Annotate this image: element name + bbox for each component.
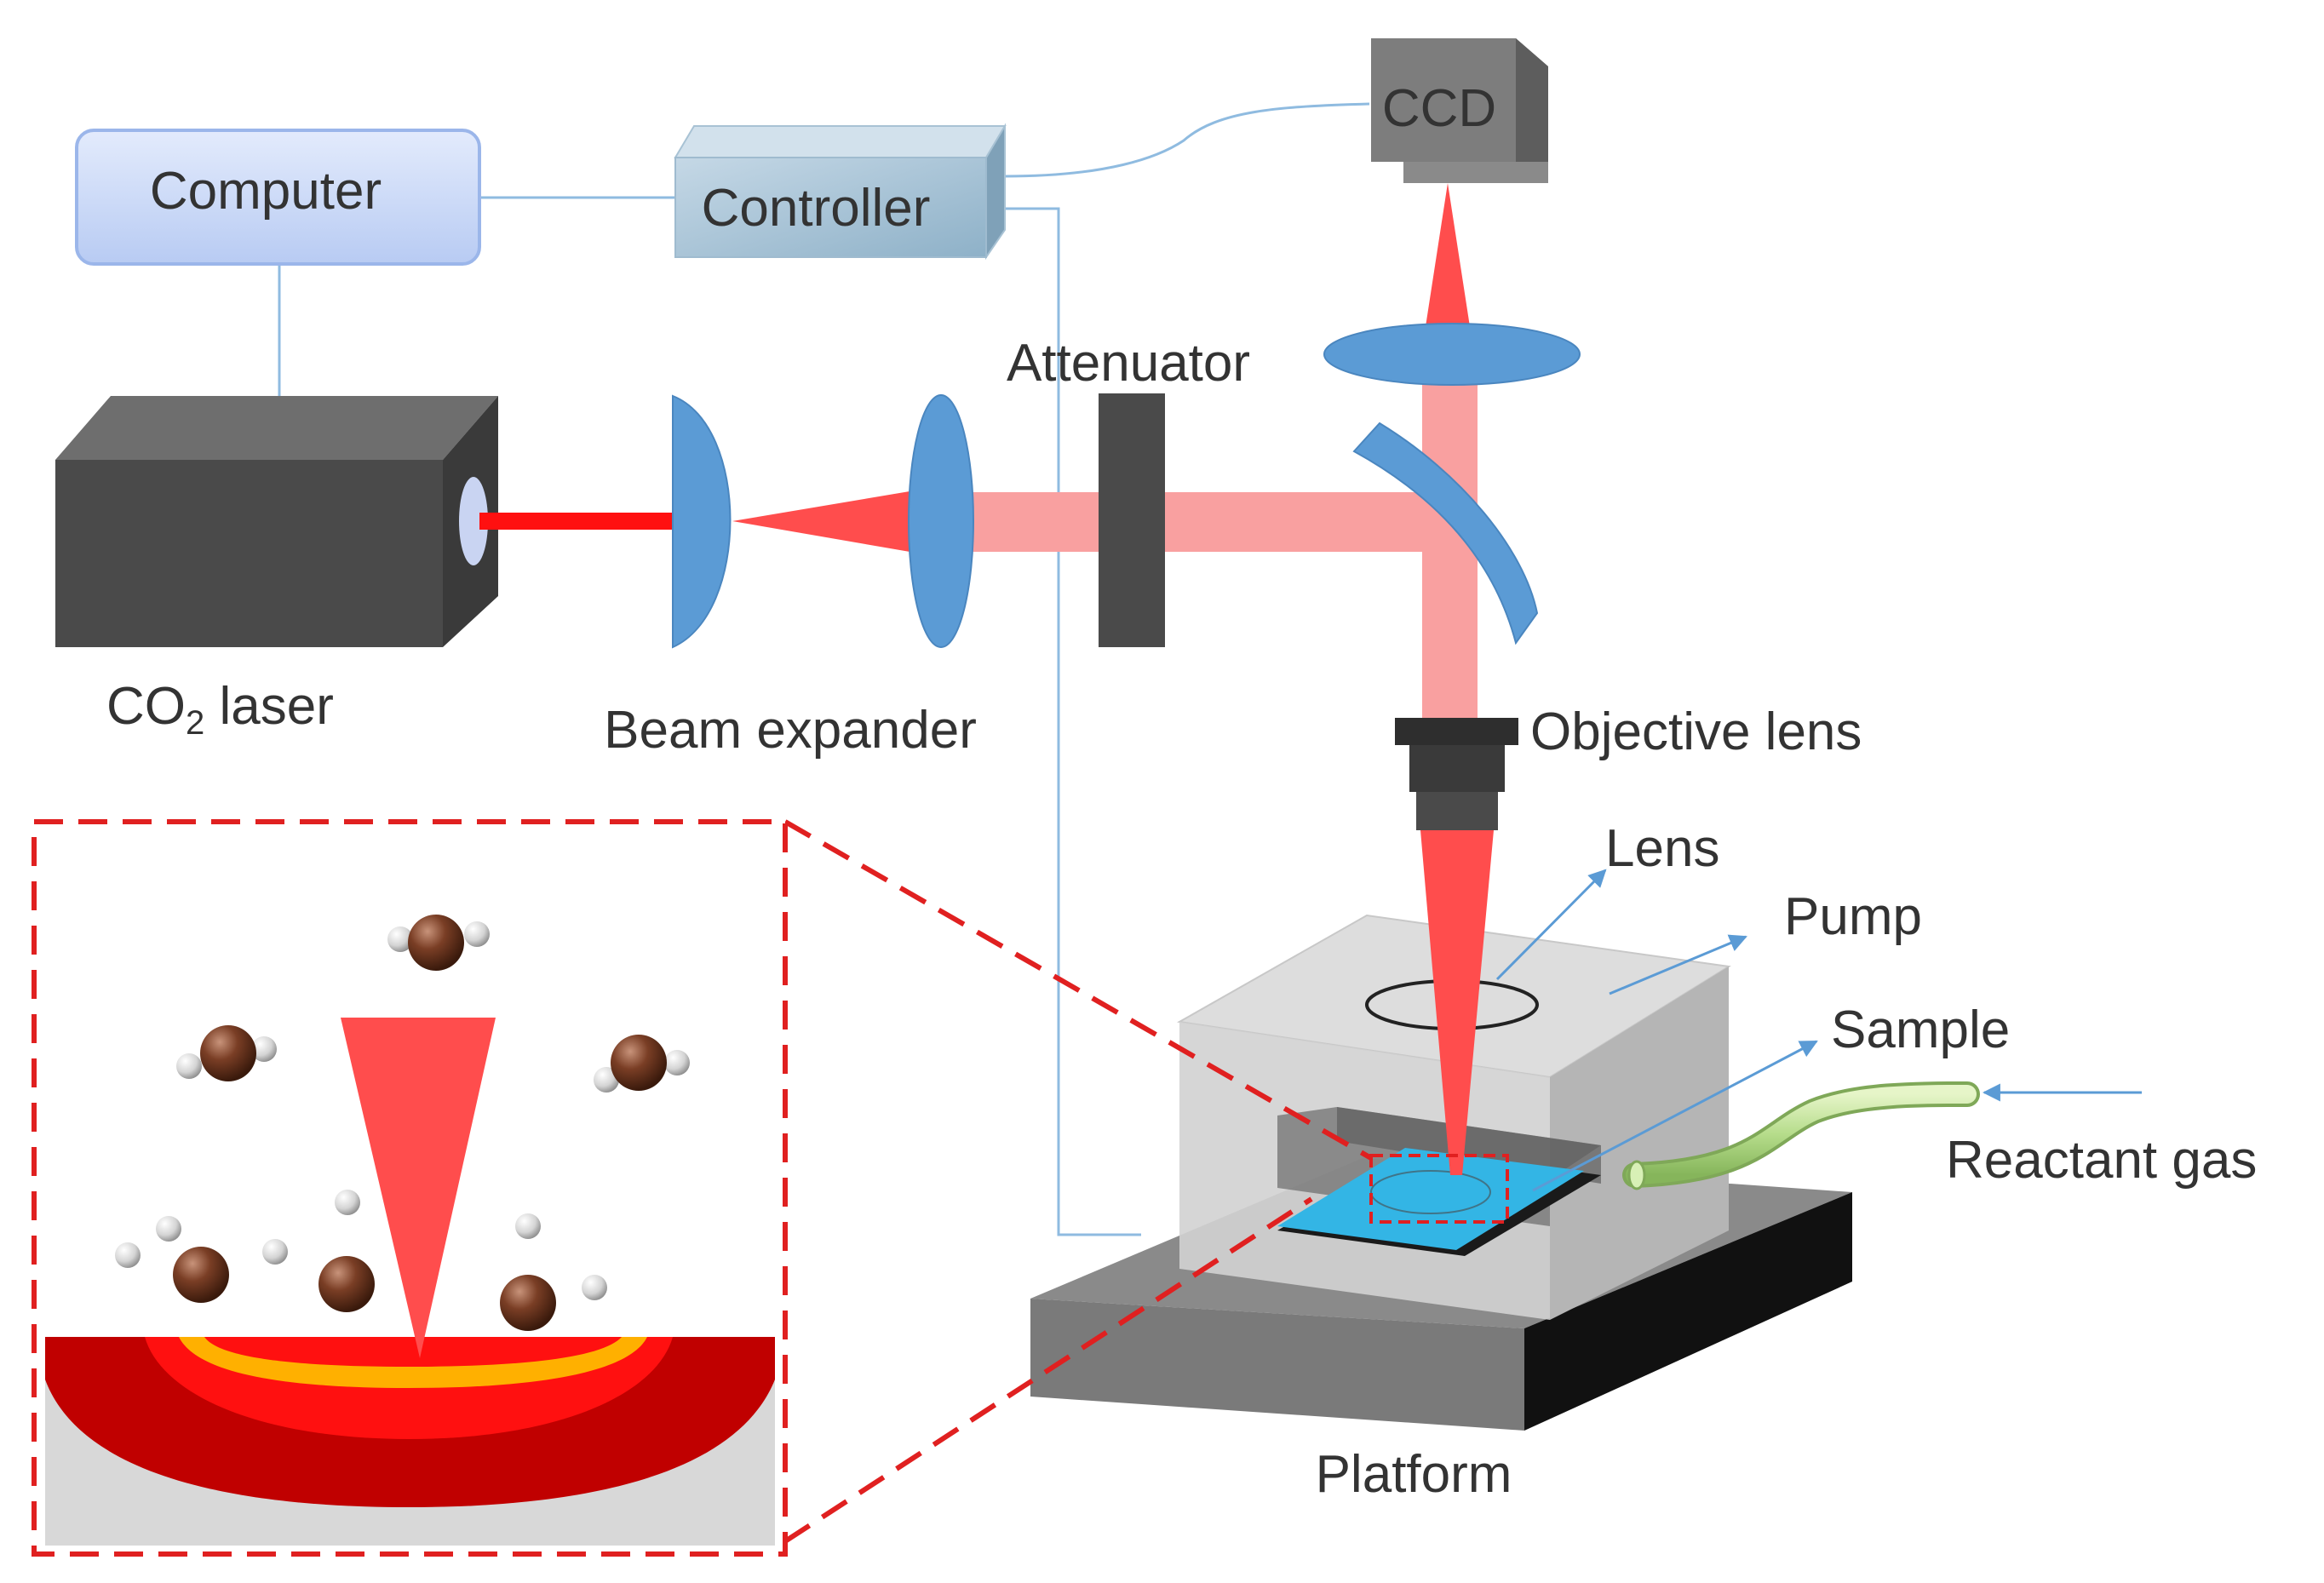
gas-molecules (115, 915, 690, 1331)
expanded-beam-down (1422, 552, 1478, 718)
laser-aperture (459, 477, 488, 565)
focused-laser-beam (1420, 830, 1494, 1175)
platform-label: Platform (1316, 1445, 1512, 1504)
raw-laser-beam (479, 513, 675, 530)
objective-lens (1395, 718, 1518, 830)
controller-label: Controller (702, 179, 931, 238)
attenuator (1099, 393, 1165, 647)
mirror (1352, 422, 1539, 645)
pump-label: Pump (1784, 887, 1922, 946)
expanding-beam-cone (732, 490, 920, 553)
inset-detail (32, 819, 788, 1557)
co2-laser-housing (55, 396, 498, 647)
ccd-label: CCD (1382, 79, 1496, 138)
beam-expander-label: Beam expander (604, 701, 977, 760)
annotation-arrows (1495, 869, 2142, 1192)
signal-wires (278, 102, 1370, 1236)
co2-laser-label: CO2 laser (106, 677, 334, 742)
reactant-gas-label: Reactant gas (1946, 1131, 2257, 1190)
ccd-lens (1323, 323, 1581, 386)
attenuator-label: Attenuator (1007, 334, 1250, 393)
computer-label: Computer (150, 162, 382, 221)
controller-box: Controller (674, 123, 1007, 261)
computer-box: Computer (75, 129, 481, 266)
ccd-camera: CCD (1371, 38, 1548, 183)
ccd-focused-beam (1425, 183, 1471, 332)
sample-label: Sample (1831, 1001, 2010, 1059)
heated-substrate (45, 1337, 775, 1546)
objective-lens-label: Objective lens (1530, 703, 1862, 761)
zoom-region-marker (1369, 1154, 1509, 1224)
inset-laser-cone (341, 1018, 496, 1358)
expanded-beam (920, 492, 1465, 552)
inset-zoom-connectors (783, 819, 1373, 1544)
lens-label: Lens (1605, 819, 1719, 878)
inset-border (32, 819, 788, 1557)
beam-expander-lenses (672, 394, 974, 649)
